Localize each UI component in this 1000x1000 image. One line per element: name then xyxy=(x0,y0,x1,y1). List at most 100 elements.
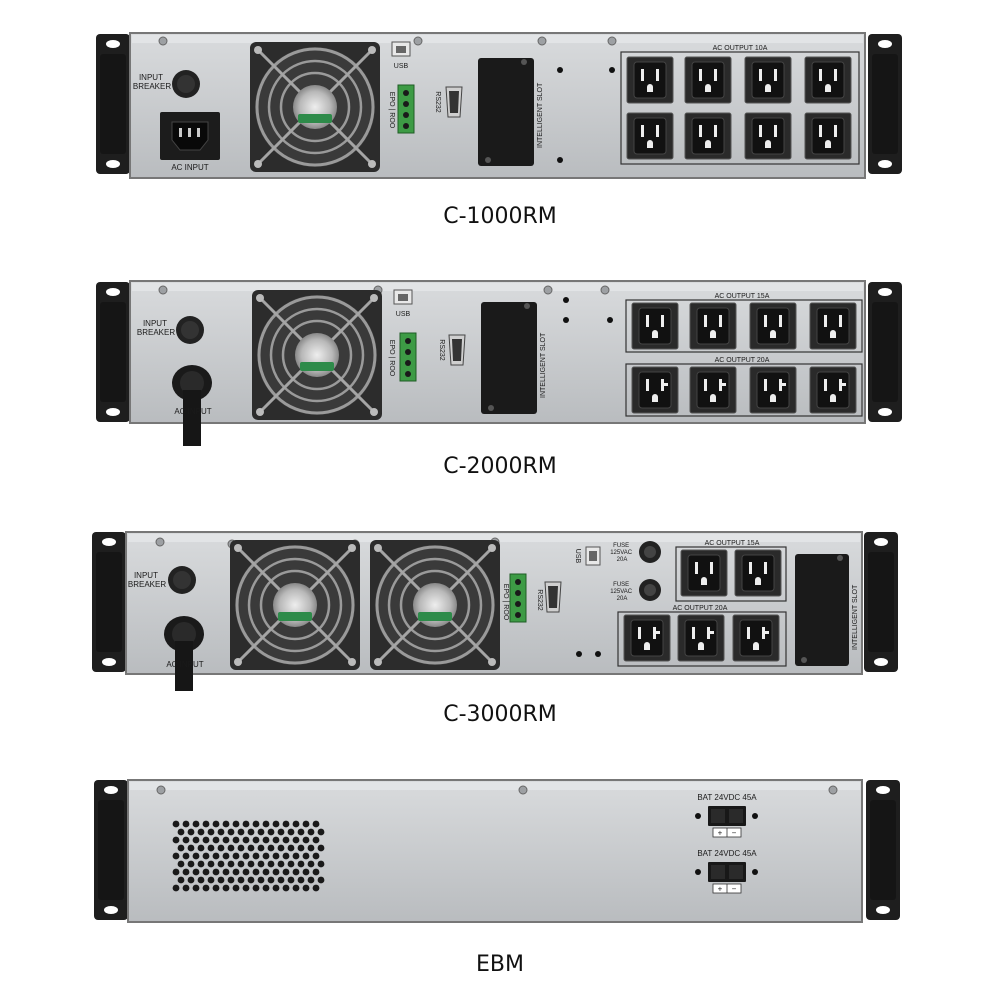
vent-hole xyxy=(267,860,275,868)
ac-output-label-20a: AC OUTPUT 20A xyxy=(715,357,770,364)
battery-connector-1[interactable]: + − xyxy=(695,806,758,838)
ac-input-label: AC INPUT xyxy=(171,163,208,172)
vent-hole xyxy=(317,844,325,852)
ac-outlet[interactable] xyxy=(749,302,797,350)
ventilation-grille xyxy=(172,820,325,892)
vent-hole xyxy=(222,836,230,844)
rack-bracket-right xyxy=(868,34,902,174)
usb-port[interactable] xyxy=(393,289,413,305)
ac-outlet[interactable] xyxy=(684,56,732,104)
intelligent-slot-cover[interactable] xyxy=(481,302,537,414)
vent-hole xyxy=(227,844,235,852)
ac-outlet[interactable] xyxy=(626,112,674,160)
vent-hole xyxy=(177,876,185,884)
vent-hole xyxy=(182,836,190,844)
ac-output-label-15a: AC OUTPUT 15A xyxy=(715,293,770,300)
ac-input-socket[interactable] xyxy=(160,112,220,160)
rs232-label: RS232 xyxy=(438,339,445,361)
ac-outlet[interactable] xyxy=(744,112,792,160)
ups-c3000rm-rear-panel: INPUT BREAKER AC INPUT EPO | ROO RS232 U… xyxy=(92,531,898,691)
ac-outlet[interactable] xyxy=(689,366,737,414)
ac-outlet[interactable] xyxy=(626,56,674,104)
ac-input-power-cord xyxy=(164,616,204,691)
ac-outlet[interactable] xyxy=(749,366,797,414)
ebm-rear-panel: BAT 24VDC 45A + − BAT 24VDC 45A + − xyxy=(94,779,900,923)
rack-bracket-right xyxy=(868,282,902,422)
epo-roo-terminal[interactable] xyxy=(509,573,527,623)
rs232-port[interactable] xyxy=(445,86,463,118)
battery-connector-label-1: BAT 24VDC 45A xyxy=(697,793,757,802)
fuse-holder-1[interactable] xyxy=(639,541,661,563)
epo-roo-terminal[interactable] xyxy=(397,84,415,134)
cooling-fan xyxy=(248,40,382,174)
svg-text:−: − xyxy=(732,885,737,894)
ac-outlet[interactable] xyxy=(684,112,732,160)
input-breaker-button[interactable] xyxy=(168,566,196,594)
vent-hole xyxy=(172,820,180,828)
vent-hole xyxy=(182,852,190,860)
ac-outlet[interactable] xyxy=(631,302,679,350)
ac-output-group-15a xyxy=(675,546,787,602)
usb-label: USB xyxy=(396,311,411,318)
ac-output-group-15a xyxy=(625,299,863,353)
ac-output-group-20a xyxy=(625,363,863,417)
vent-hole xyxy=(247,844,255,852)
epo-roo-label: EPO | ROO xyxy=(388,340,395,377)
vent-hole xyxy=(227,828,235,836)
vent-hole xyxy=(287,844,295,852)
vent-hole xyxy=(232,884,240,892)
battery-connector-2[interactable]: + − xyxy=(695,862,758,894)
ac-outlet[interactable] xyxy=(804,56,852,104)
vent-hole xyxy=(202,820,210,828)
rs232-port[interactable] xyxy=(544,581,562,613)
battery-connector-label-2: BAT 24VDC 45A xyxy=(697,849,757,858)
ac-outlet[interactable] xyxy=(623,614,671,662)
vent-hole xyxy=(182,820,190,828)
ac-outlet[interactable] xyxy=(677,614,725,662)
vent-hole xyxy=(177,844,185,852)
usb-port[interactable] xyxy=(391,41,411,57)
ac-outlet[interactable] xyxy=(680,549,728,597)
ac-outlet[interactable] xyxy=(732,614,780,662)
rack-bracket-left xyxy=(96,282,130,422)
rack-bracket-right xyxy=(864,532,898,672)
input-breaker-label: INPUT BREAKER xyxy=(133,73,171,91)
vent-hole xyxy=(292,820,300,828)
ac-outlet[interactable] xyxy=(809,302,857,350)
vent-hole xyxy=(282,836,290,844)
vent-hole xyxy=(307,844,315,852)
usb-label: USB xyxy=(394,63,409,70)
vent-hole xyxy=(242,836,250,844)
svg-text:+: + xyxy=(718,829,723,838)
ac-outlet[interactable] xyxy=(734,549,782,597)
vent-hole xyxy=(232,836,240,844)
vent-hole xyxy=(307,828,315,836)
vent-hole xyxy=(287,860,295,868)
intelligent-slot-cover[interactable] xyxy=(795,554,849,666)
vent-hole xyxy=(297,860,305,868)
rs232-port[interactable] xyxy=(448,334,466,366)
panel-screws xyxy=(158,36,617,46)
rack-bracket-left xyxy=(96,34,130,174)
ac-outlet[interactable] xyxy=(809,366,857,414)
vent-hole xyxy=(262,868,270,876)
vent-hole xyxy=(257,844,265,852)
fuse-holder-2[interactable] xyxy=(639,579,661,601)
ac-outlet[interactable] xyxy=(744,56,792,104)
ac-outlet[interactable] xyxy=(804,112,852,160)
vent-hole xyxy=(302,836,310,844)
ac-outlet[interactable] xyxy=(631,366,679,414)
vent-hole xyxy=(192,884,200,892)
epo-roo-terminal[interactable] xyxy=(399,332,417,382)
intelligent-slot-cover[interactable] xyxy=(478,58,534,166)
ac-outlet[interactable] xyxy=(689,302,737,350)
input-breaker-button[interactable] xyxy=(176,316,204,344)
vent-hole xyxy=(227,860,235,868)
vent-hole xyxy=(272,836,280,844)
input-breaker-button[interactable] xyxy=(172,70,200,98)
model-caption-c1000rm: C-1000RM xyxy=(443,204,557,229)
vent-hole xyxy=(297,828,305,836)
vent-hole xyxy=(202,868,210,876)
svg-text:−: − xyxy=(732,829,737,838)
usb-port[interactable] xyxy=(585,546,601,566)
